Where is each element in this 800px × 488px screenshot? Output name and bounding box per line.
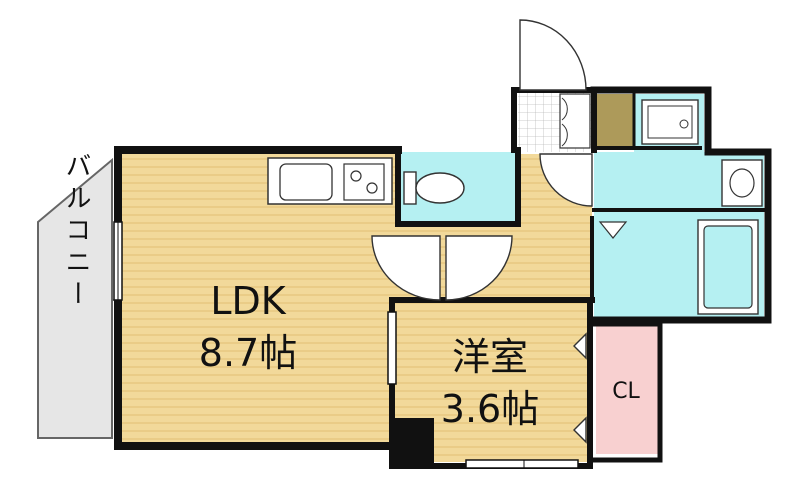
closet-door-swing (573, 416, 587, 444)
wash-basin-icon (729, 168, 755, 198)
bathtub-basin (703, 225, 753, 309)
cooktop (343, 163, 385, 201)
cabinet-door-icon (561, 97, 568, 147)
balcony (37, 157, 113, 439)
closet-door-swing (573, 332, 587, 360)
entrance-door-swing (519, 19, 587, 91)
bathroom-door-icon (598, 221, 628, 239)
kitchen-sink (279, 163, 333, 201)
ldk-name: LDK (210, 279, 286, 323)
washing-machine-drain (647, 105, 693, 139)
hall-door-swing (445, 235, 513, 301)
toilet-tank (403, 171, 417, 205)
washroom-door-swing (539, 153, 593, 207)
washing-machine-pan (641, 99, 699, 145)
closet-label: CL (612, 379, 640, 404)
ldk-door-swing (371, 235, 441, 301)
burner-icon (366, 182, 378, 194)
western-room-size: 3.6帖 (441, 387, 539, 431)
western-room-name: 洋室 (452, 335, 528, 379)
burner-icon (350, 170, 362, 182)
storage-floor (594, 94, 634, 148)
shoe-cabinet (559, 93, 591, 149)
ldk-size: 8.7帖 (199, 331, 297, 375)
drain-icon (679, 119, 689, 129)
western-room-bottom-window (465, 459, 579, 469)
toilet-icon (415, 172, 465, 204)
western-room-window (387, 311, 397, 385)
doors (371, 19, 593, 444)
closet-floor (596, 324, 658, 454)
balcony-label: バルコニー (61, 152, 91, 312)
structural-column (392, 418, 434, 464)
